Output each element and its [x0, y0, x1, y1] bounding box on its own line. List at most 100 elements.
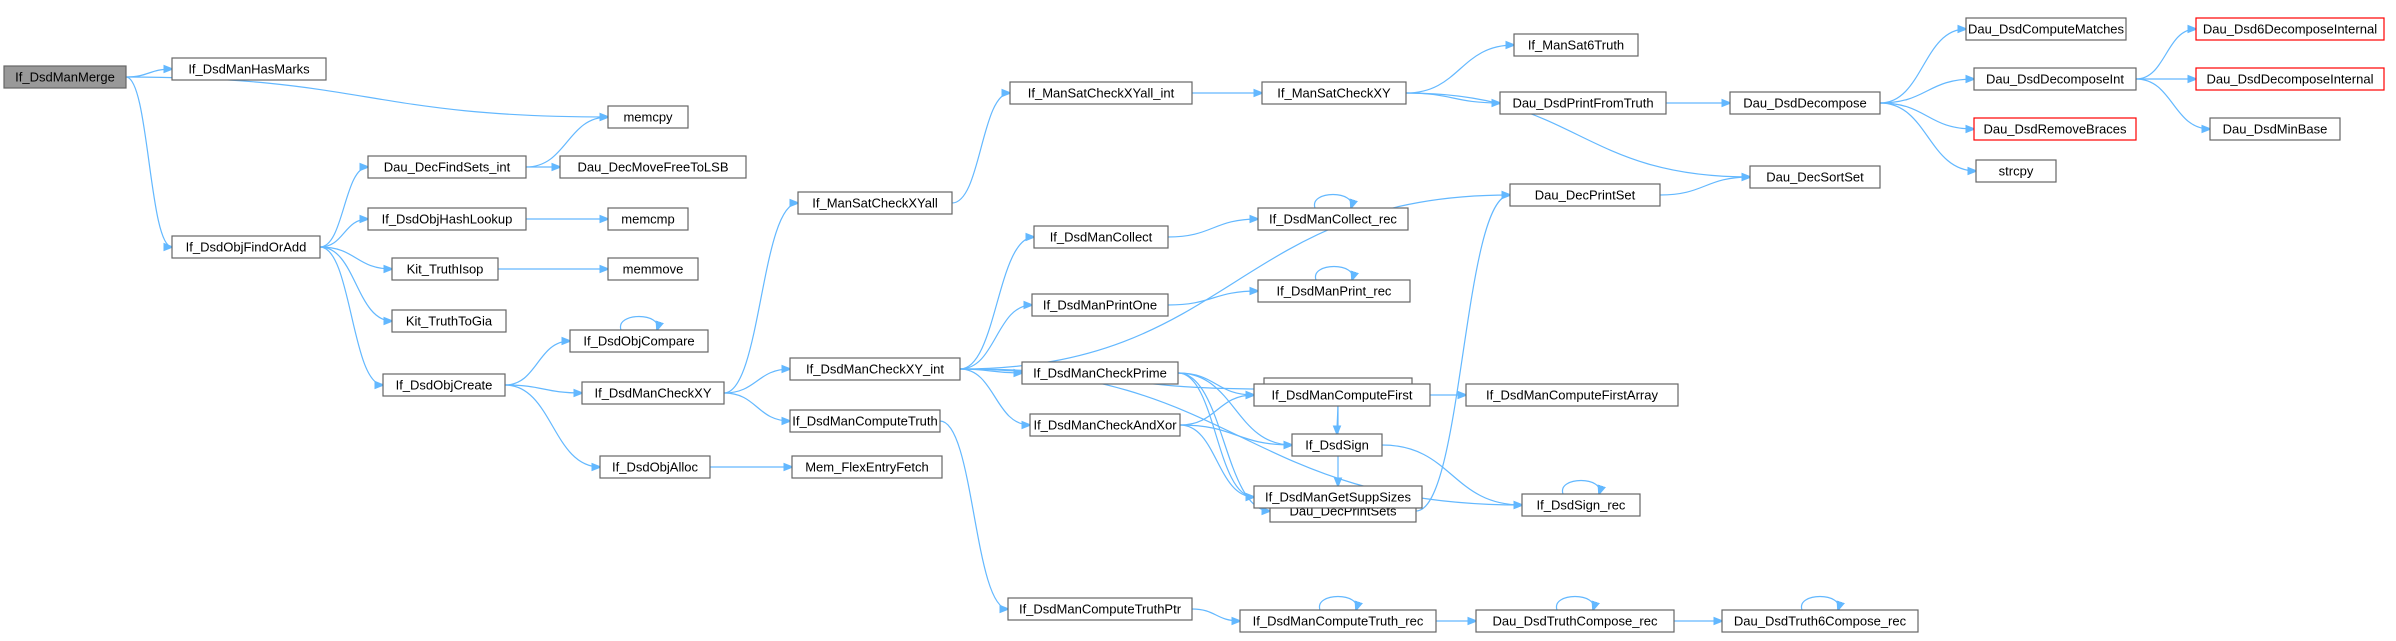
- node-if-dsd-obj-hash-lookup[interactable]: If_DsdObjHashLookup: [367, 207, 527, 231]
- node-if-man-sat-check-xy[interactable]: If_ManSatCheckXY: [1261, 81, 1407, 105]
- node-box[interactable]: [1973, 117, 2137, 141]
- node-box[interactable]: [569, 329, 709, 353]
- node-dau-dsd-print-from-truth[interactable]: Dau_DsdPrintFromTruth: [1499, 91, 1667, 115]
- node-box[interactable]: [599, 455, 711, 479]
- node-dau-dsd-compute-matches[interactable]: Dau_DsdComputeMatches: [1965, 17, 2127, 41]
- node-box[interactable]: [1257, 279, 1411, 303]
- node-dau-dsd-decompose-int[interactable]: Dau_DsdDecomposeInt: [1973, 67, 2137, 91]
- node-box[interactable]: [1521, 493, 1641, 517]
- node-box[interactable]: [3, 65, 127, 89]
- node-dau-dec-find-sets-int[interactable]: Dau_DecFindSets_int: [367, 155, 527, 179]
- node-if-dsd-man-print-one[interactable]: If_DsdManPrintOne: [1031, 293, 1169, 317]
- node-if-dsd-man-get-supp-sizes[interactable]: If_DsdManGetSuppSizes: [1253, 485, 1423, 509]
- node-kit-truth-isop[interactable]: Kit_TruthIsop: [391, 257, 499, 281]
- node-strcpy[interactable]: strcpy: [1975, 159, 2057, 183]
- node-box[interactable]: [1749, 165, 1881, 189]
- node-box[interactable]: [1021, 361, 1179, 385]
- node-box[interactable]: [1261, 81, 1407, 105]
- node-box[interactable]: [2195, 67, 2385, 91]
- node-box[interactable]: [607, 257, 699, 281]
- node-box[interactable]: [391, 257, 499, 281]
- node-memcpy[interactable]: memcpy: [607, 105, 689, 129]
- node-dau-dsd-truth6-compose-rec[interactable]: Dau_DsdTruth6Compose_rec: [1721, 609, 1919, 633]
- node-box[interactable]: [2195, 17, 2385, 41]
- node-box[interactable]: [607, 207, 689, 231]
- node-box[interactable]: [1475, 609, 1675, 633]
- node-box[interactable]: [789, 357, 961, 381]
- node-if-dsd-obj-compare[interactable]: If_DsdObjCompare: [569, 329, 709, 353]
- node-box[interactable]: [791, 455, 943, 479]
- node-box[interactable]: [1031, 293, 1169, 317]
- node-box[interactable]: [1291, 433, 1383, 457]
- node-if-dsd-obj-alloc[interactable]: If_DsdObjAlloc: [599, 455, 711, 479]
- node-mem-flex-entry-fetch[interactable]: Mem_FlexEntryFetch: [791, 455, 943, 479]
- edge-if-dsd-man-compute-truth-rec-to-if-dsd-man-compute-truth-rec: [1319, 595, 1356, 611]
- node-if-dsd-sign[interactable]: If_DsdSign: [1291, 433, 1383, 457]
- node-dau-dsd6-decompose-internal[interactable]: Dau_Dsd6DecomposeInternal: [2195, 17, 2385, 41]
- node-box[interactable]: [1239, 609, 1437, 633]
- node-box[interactable]: [797, 191, 953, 215]
- node-if-dsd-man-compute-first-array[interactable]: If_DsdManComputeFirstArray: [1465, 383, 1679, 407]
- node-if-dsd-man-check-xy-int[interactable]: If_DsdManCheckXY_int: [789, 357, 961, 381]
- node-if-dsd-sign-rec[interactable]: If_DsdSign_rec: [1521, 493, 1641, 517]
- node-if-dsd-man-check-and-xor[interactable]: If_DsdManCheckAndXor: [1029, 413, 1181, 437]
- node-if-dsd-man-collect-rec[interactable]: If_DsdManCollect_rec: [1257, 207, 1409, 231]
- node-box[interactable]: [1465, 383, 1679, 407]
- node-box[interactable]: [789, 409, 941, 433]
- node-box[interactable]: [1257, 207, 1409, 231]
- node-dau-dsd-min-base[interactable]: Dau_DsdMinBase: [2209, 117, 2341, 141]
- node-if-dsd-man-check-xy[interactable]: If_DsdManCheckXY: [581, 381, 725, 405]
- node-if-dsd-obj-create[interactable]: If_DsdObjCreate: [382, 373, 506, 397]
- node-box[interactable]: [1029, 413, 1181, 437]
- node-box[interactable]: [1513, 33, 1639, 57]
- node-if-man-sat-check-xyall[interactable]: If_ManSatCheckXYall: [797, 191, 953, 215]
- node-box[interactable]: [2209, 117, 2341, 141]
- node-box[interactable]: [391, 309, 507, 333]
- node-box[interactable]: [367, 207, 527, 231]
- node-box[interactable]: [1975, 159, 2057, 183]
- node-box[interactable]: [1729, 91, 1881, 115]
- node-if-dsd-man-compute-first[interactable]: If_DsdManComputeFirst: [1253, 383, 1431, 407]
- node-box[interactable]: [607, 105, 689, 129]
- node-memcmp[interactable]: memcmp: [607, 207, 689, 231]
- node-label: Dau_DsdDecomposeInt: [1986, 72, 2124, 87]
- node-if-dsd-man-collect[interactable]: If_DsdManCollect: [1033, 225, 1169, 249]
- node-box[interactable]: [559, 155, 747, 179]
- node-if-dsd-man-merge[interactable]: If_DsdManMerge: [3, 65, 127, 89]
- node-if-dsd-man-has-marks[interactable]: If_DsdManHasMarks: [171, 57, 327, 81]
- node-memmove[interactable]: memmove: [607, 257, 699, 281]
- node-if-dsd-man-compute-truth-ptr[interactable]: If_DsdManComputeTruthPtr: [1007, 597, 1193, 621]
- node-box[interactable]: [1973, 67, 2137, 91]
- node-dau-dec-move-free-to-lsb[interactable]: Dau_DecMoveFreeToLSB: [559, 155, 747, 179]
- node-box[interactable]: [1033, 225, 1169, 249]
- node-dau-dsd-remove-braces[interactable]: Dau_DsdRemoveBraces: [1973, 117, 2137, 141]
- node-kit-truth-to-gia[interactable]: Kit_TruthToGia: [391, 309, 507, 333]
- node-box[interactable]: [1007, 597, 1193, 621]
- node-if-dsd-man-check-prime[interactable]: If_DsdManCheckPrime: [1021, 361, 1179, 385]
- node-box[interactable]: [581, 381, 725, 405]
- node-box[interactable]: [1509, 183, 1661, 207]
- node-dau-dsd-decompose-internal[interactable]: Dau_DsdDecomposeInternal: [2195, 67, 2385, 91]
- node-box[interactable]: [171, 57, 327, 81]
- node-box[interactable]: [171, 235, 321, 259]
- node-if-dsd-man-compute-truth[interactable]: If_DsdManComputeTruth: [789, 409, 941, 433]
- node-if-dsd-obj-find-or-add[interactable]: If_DsdObjFindOrAdd: [171, 235, 321, 259]
- node-if-dsd-man-compute-truth-rec[interactable]: If_DsdManComputeTruth_rec: [1239, 609, 1437, 633]
- node-box[interactable]: [1965, 17, 2127, 41]
- edge-if-dsd-obj-find-or-add-to-dau-dec-find-sets-int: [319, 167, 368, 248]
- node-if-man-sat6-truth[interactable]: If_ManSat6Truth: [1513, 33, 1639, 57]
- node-label: If_ManSat6Truth: [1528, 38, 1624, 53]
- node-dau-dec-sort-set[interactable]: Dau_DecSortSet: [1749, 165, 1881, 189]
- node-box[interactable]: [1009, 81, 1193, 105]
- node-if-man-sat-check-xyall-int[interactable]: If_ManSatCheckXYall_int: [1009, 81, 1193, 105]
- node-dau-dsd-truth-compose-rec[interactable]: Dau_DsdTruthCompose_rec: [1475, 609, 1675, 633]
- node-box[interactable]: [382, 373, 506, 397]
- node-box[interactable]: [1253, 485, 1423, 509]
- node-box[interactable]: [1499, 91, 1667, 115]
- node-dau-dec-print-set[interactable]: Dau_DecPrintSet: [1509, 183, 1661, 207]
- node-dau-dsd-decompose[interactable]: Dau_DsdDecompose: [1729, 91, 1881, 115]
- node-if-dsd-man-print-rec[interactable]: If_DsdManPrint_rec: [1257, 279, 1411, 303]
- node-box[interactable]: [367, 155, 527, 179]
- node-box[interactable]: [1253, 383, 1431, 407]
- node-box[interactable]: [1721, 609, 1919, 633]
